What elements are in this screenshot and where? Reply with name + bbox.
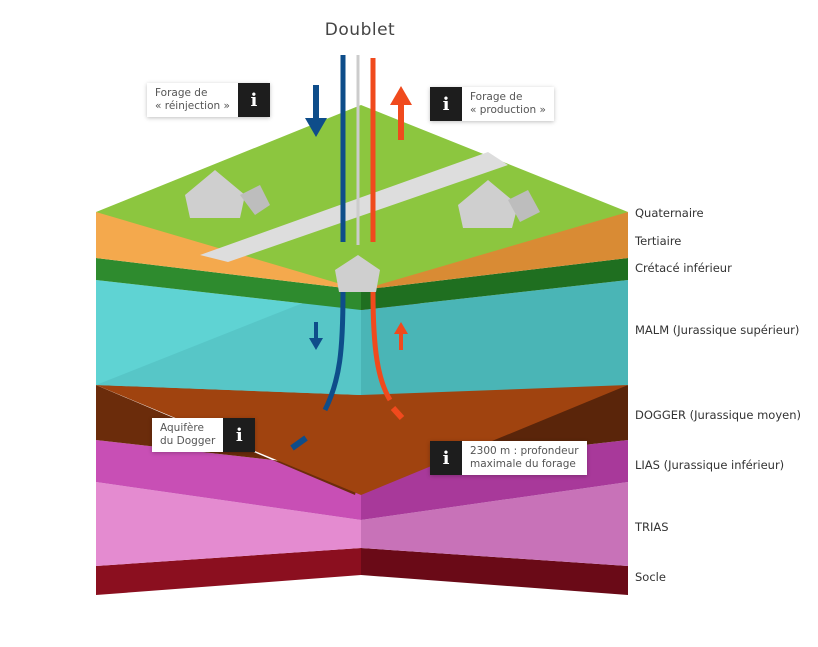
label-trias: TRIAS — [635, 520, 669, 534]
info-icon[interactable]: i — [430, 87, 462, 121]
label-quaternaire: Quaternaire — [635, 206, 704, 220]
house-left — [185, 170, 270, 218]
hot-well-tip — [390, 405, 405, 421]
cold-well-lower — [322, 291, 346, 412]
label-cretace: Crétacé inférieur — [635, 261, 732, 275]
label-socle: Socle — [635, 570, 666, 584]
info-text-production: Forage de « production » — [462, 87, 554, 121]
house-center — [335, 255, 380, 292]
info-box-depth[interactable]: i 2300 m : profondeur maximale du forage — [430, 441, 587, 475]
label-lias: LIAS (Jurassique inférieur) — [635, 458, 785, 472]
layer-socle-right — [361, 548, 628, 595]
info-box-production[interactable]: i Forage de « production » — [430, 87, 554, 121]
info-box-reinjection[interactable]: Forage de « réinjection » i — [147, 83, 270, 117]
layer-trias-left — [96, 482, 361, 566]
layer-malm-inner-left — [96, 280, 361, 395]
info-icon[interactable]: i — [223, 418, 256, 452]
reinjection-arrow — [305, 85, 327, 137]
house-right — [458, 180, 540, 228]
layer-cretace-right — [361, 258, 628, 310]
production-arrow — [390, 86, 412, 140]
road — [200, 152, 508, 262]
info-icon[interactable]: i — [237, 83, 270, 117]
label-tertiaire: Tertiaire — [635, 234, 682, 248]
layer-trias-right — [361, 482, 628, 566]
info-box-aquifer[interactable]: Aquifère du Dogger i — [152, 418, 256, 452]
info-text-depth: 2300 m : profondeur maximale du forage — [462, 441, 587, 475]
cold-well-tip — [290, 435, 308, 451]
layer-lias-left — [96, 440, 361, 520]
info-text-reinjection: Forage de « réinjection » — [147, 83, 238, 117]
label-malm: MALM (Jurassique supérieur) — [635, 323, 800, 337]
layer-socle-left — [96, 548, 361, 595]
label-dogger: DOGGER (Jurassique moyen) — [635, 408, 801, 422]
hot-well-lower — [370, 291, 393, 402]
info-icon[interactable]: i — [430, 441, 462, 475]
layer-cretace-left — [96, 258, 361, 310]
info-text-aquifer: Aquifère du Dogger — [152, 418, 224, 452]
cold-flow-arrow — [309, 322, 323, 350]
hot-flow-arrow — [394, 322, 408, 350]
layer-malm-right — [361, 280, 628, 395]
diagram-title: Doublet — [324, 20, 396, 40]
